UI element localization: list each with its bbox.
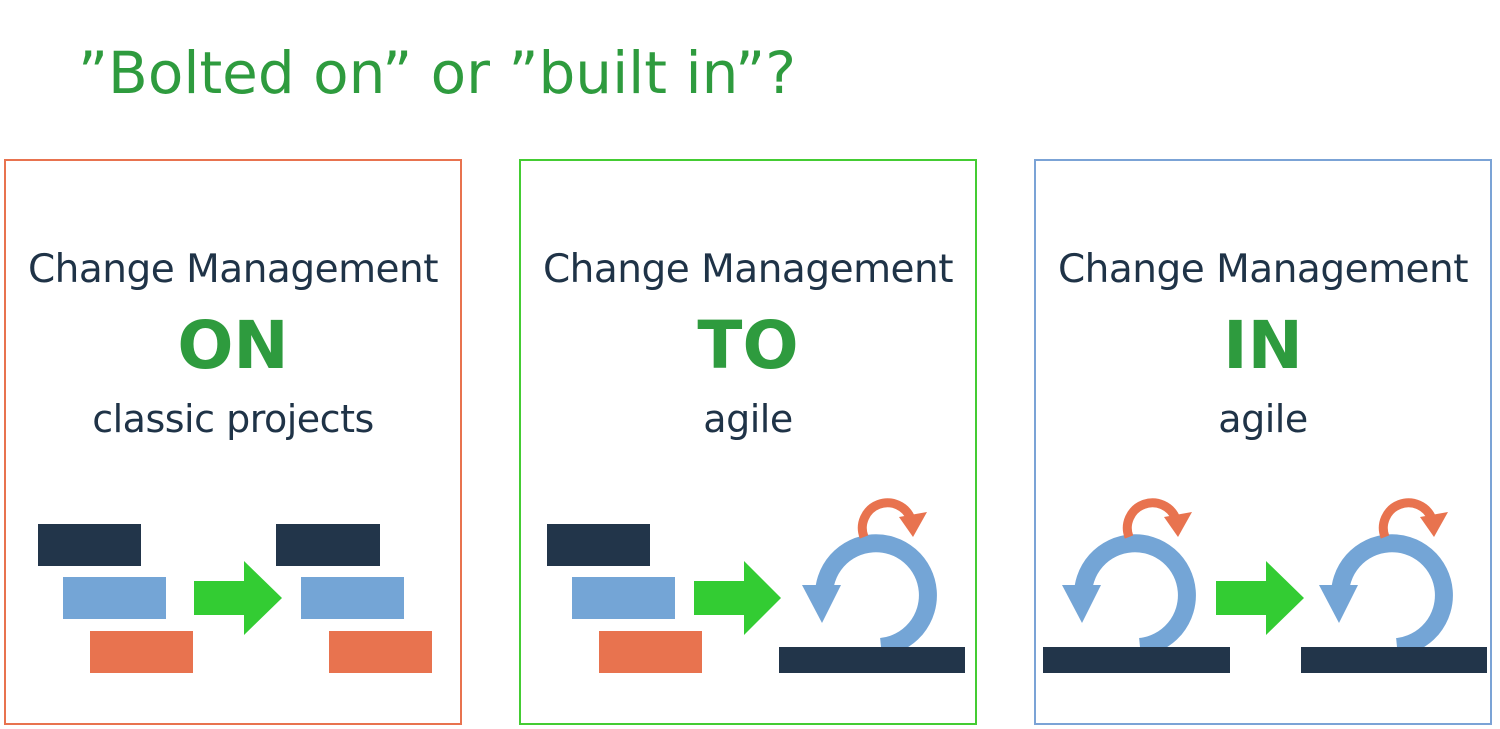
panel-change-management-to: Change Management TO agile xyxy=(519,159,977,725)
panel-subtitle: agile xyxy=(703,397,793,441)
panel-keyword: TO xyxy=(697,307,799,384)
green-arrow-icon xyxy=(194,561,282,635)
green-arrow-icon xyxy=(1216,561,1304,635)
agile-cycle-icon xyxy=(802,498,937,656)
panel-keyword: IN xyxy=(1223,307,1303,384)
panel-subtitle: agile xyxy=(1218,397,1308,441)
panel-change-management-in: Change Management IN agile xyxy=(1034,159,1492,725)
green-arrow-icon xyxy=(694,561,781,635)
waterfall-bar-blue xyxy=(63,577,166,619)
waterfall-bar-orange xyxy=(329,631,432,673)
waterfall-bar-orange xyxy=(90,631,193,673)
agile-to-agile-illustration xyxy=(1043,498,1487,673)
waterfall-bar-blue xyxy=(572,577,675,619)
baseline-bar xyxy=(1043,647,1230,673)
agile-cycle-icon xyxy=(1062,498,1196,656)
panel-keyword: ON xyxy=(177,307,289,384)
waterfall-bar-dark xyxy=(547,524,650,566)
waterfall-bar-dark xyxy=(38,524,141,566)
waterfall-to-agile-illustration xyxy=(547,498,965,673)
panel-change-management-on: Change Management ON classic projects xyxy=(4,159,462,725)
page-title: ”Bolted on” or ”built in”? xyxy=(78,39,797,107)
agile-cycle-icon xyxy=(1319,498,1453,656)
panel-heading: Change Management xyxy=(1057,247,1469,292)
panel-heading: Change Management xyxy=(542,247,954,292)
baseline-bar xyxy=(1301,647,1487,673)
baseline-bar xyxy=(779,647,965,673)
waterfall-bar-orange xyxy=(599,631,702,673)
panel-heading: Change Management xyxy=(27,247,439,292)
panel-subtitle: classic projects xyxy=(92,397,374,441)
waterfall-to-waterfall-illustration xyxy=(38,524,432,673)
waterfall-bar-dark xyxy=(276,524,380,566)
waterfall-bar-blue xyxy=(301,577,404,619)
